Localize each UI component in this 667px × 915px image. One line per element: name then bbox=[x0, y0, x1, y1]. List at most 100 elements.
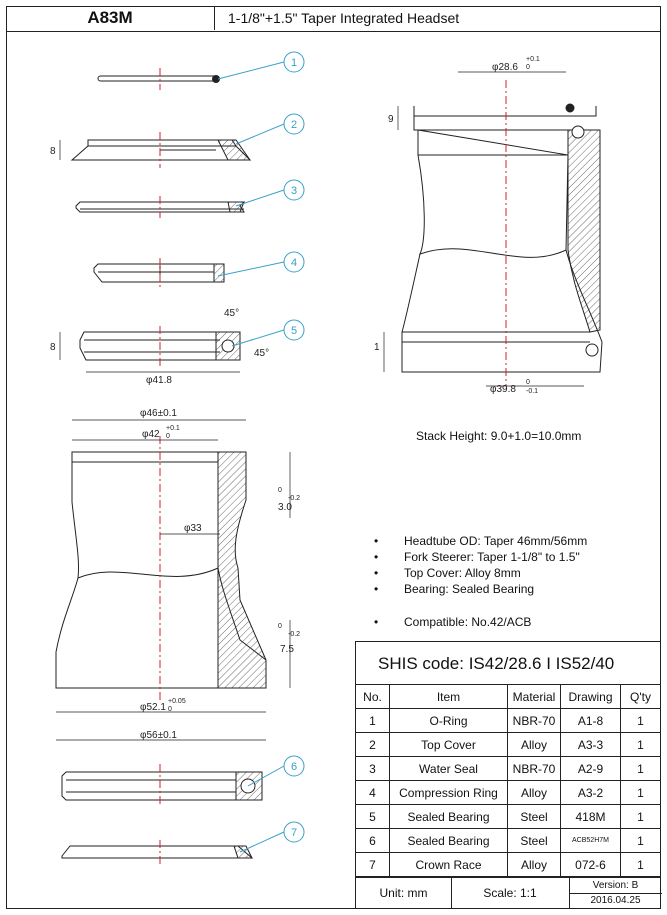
top-cover-part bbox=[70, 139, 252, 161]
dim-assembly-bottom-tol2: -0.1 bbox=[526, 388, 538, 395]
dim-cup-id: φ42 bbox=[142, 429, 160, 440]
table-cell: 1 bbox=[620, 756, 661, 781]
table-cell: A1-8 bbox=[560, 708, 621, 733]
callout-2: 2 bbox=[291, 119, 297, 131]
dim-depth-2: 7.5 bbox=[280, 644, 294, 655]
stack-height: Stack Height: 9.0+1.0=10.0mm bbox=[416, 429, 582, 443]
col-header: Item bbox=[389, 684, 508, 709]
dim-assembly-height: 9 bbox=[388, 114, 394, 125]
col-header: Drawing bbox=[560, 684, 621, 709]
table-cell: 4 bbox=[355, 780, 390, 805]
model-number: A83M bbox=[6, 6, 215, 30]
scale-label: Scale: 1:1 bbox=[451, 878, 570, 909]
col-header: Q'ty bbox=[620, 684, 661, 709]
o-ring-part bbox=[97, 75, 220, 83]
callout-numbers: 1 2 3 4 5 6 7 bbox=[291, 57, 297, 839]
dim-depth-1-tol: 0 bbox=[278, 487, 282, 494]
dim-depth-1-tol2: -0.2 bbox=[288, 495, 300, 502]
drawing-frame bbox=[6, 6, 661, 909]
callout-1: 1 bbox=[291, 57, 297, 69]
sealed-bearing-bottom-part bbox=[61, 771, 263, 801]
table-cell: 418M bbox=[560, 804, 621, 829]
callout-5: 5 bbox=[291, 325, 297, 337]
table-cell: 1 bbox=[620, 708, 661, 733]
col-header: No. bbox=[355, 684, 390, 709]
dim-bearing-diameter: φ41.8 bbox=[146, 375, 172, 386]
table-cell: Water Seal bbox=[389, 756, 508, 781]
table-cell: 3 bbox=[355, 756, 390, 781]
crown-race-part bbox=[61, 845, 254, 859]
table-cell: Sealed Bearing bbox=[389, 804, 508, 829]
dim-assembly-top-tol: +0.1 bbox=[526, 56, 540, 63]
dim-assembly-small: 1 bbox=[374, 342, 380, 353]
dim-seal-height: 8 bbox=[50, 342, 56, 353]
dim-bottom-id-tol2: 0 bbox=[168, 706, 172, 713]
table-cell: Crown Race bbox=[389, 852, 508, 877]
title-block-header: A83M 1-1/8"+1.5" Taper Integrated Headse… bbox=[6, 6, 661, 32]
table-cell: Sealed Bearing bbox=[389, 828, 508, 853]
dim-assembly-bottom-tol: 0 bbox=[526, 379, 530, 386]
dim-top-cover-height: 8 bbox=[50, 146, 56, 157]
callout-7: 7 bbox=[291, 827, 297, 839]
spec-item: Headtube OD: Taper 46mm/56mm bbox=[372, 533, 587, 549]
centerlines bbox=[159, 68, 507, 866]
table-cell: 2 bbox=[355, 732, 390, 757]
table-cell: Top Cover bbox=[389, 732, 508, 757]
table-cell: O-Ring bbox=[389, 708, 508, 733]
compression-ring-part bbox=[93, 263, 225, 283]
table-cell: A3-2 bbox=[560, 780, 621, 805]
version-label: Version: B bbox=[569, 878, 662, 894]
table-cell: Alloy bbox=[507, 780, 561, 805]
spec-item: Bearing: Sealed Bearing bbox=[372, 581, 587, 597]
table-cell: Steel bbox=[507, 804, 561, 829]
table-cell: 1 bbox=[620, 828, 661, 853]
dim-bottom-id: φ52.1 bbox=[140, 702, 166, 713]
dim-assembly-top: φ28.6 bbox=[492, 62, 518, 73]
table-cell: ACB52H7M bbox=[560, 828, 621, 853]
dimension-lines bbox=[56, 71, 584, 741]
dim-bottom-od: φ56±0.1 bbox=[140, 730, 177, 741]
shis-code: SHIS code: IS42/28.6 I IS52/40 bbox=[355, 641, 661, 684]
callout-leaders bbox=[217, 51, 305, 853]
date-label: 2016.04.25 bbox=[590, 895, 641, 906]
dim-depth-2-tol2: -0.2 bbox=[288, 631, 300, 638]
table-cell: 1 bbox=[620, 732, 661, 757]
spec-item: Top Cover: Alloy 8mm bbox=[372, 565, 587, 581]
table-cell: Alloy bbox=[507, 732, 561, 757]
callout-4: 4 bbox=[291, 257, 297, 269]
table-header-row: No. Item Material Drawing Q'ty bbox=[355, 684, 661, 709]
table-cell: 6 bbox=[355, 828, 390, 853]
dim-assembly-top-tol2: 0 bbox=[526, 64, 530, 71]
compatibility: Compatible: No.42/ACB bbox=[372, 615, 531, 629]
title-block-footer: Unit: mm Scale: 1:1 Version: B 2016.04.2… bbox=[355, 877, 662, 909]
dim-angle-1: 45° bbox=[224, 308, 239, 319]
spec-list: Headtube OD: Taper 46mm/56mm Fork Steere… bbox=[372, 533, 587, 597]
drawing-title: 1-1/8"+1.5" Taper Integrated Headset bbox=[228, 10, 460, 26]
table-cell: 1 bbox=[620, 852, 661, 877]
headtube-section bbox=[55, 451, 267, 689]
table-cell: 5 bbox=[355, 804, 390, 829]
dim-depth-1: 3.0 bbox=[278, 502, 292, 513]
spec-item: Fork Steerer: Taper 1-1/8" to 1.5" bbox=[372, 549, 587, 565]
table-cell: 1 bbox=[355, 708, 390, 733]
table-cell: A2-9 bbox=[560, 756, 621, 781]
dim-cup-od: φ46±0.1 bbox=[140, 408, 177, 419]
dimension-labels: 8 8 45° 45° φ41.8 φ46±0.1 φ42 +0.1 0 3.0… bbox=[50, 56, 540, 741]
callout-6: 6 bbox=[291, 761, 297, 773]
table-cell: Compression Ring bbox=[389, 780, 508, 805]
table-cell: NBR-70 bbox=[507, 708, 561, 733]
table-cell: 072-6 bbox=[560, 852, 621, 877]
table-cell: 1 bbox=[620, 780, 661, 805]
dim-cup-id-tol: +0.1 bbox=[166, 425, 180, 432]
callout-3: 3 bbox=[291, 185, 297, 197]
assembly-section bbox=[401, 103, 603, 373]
